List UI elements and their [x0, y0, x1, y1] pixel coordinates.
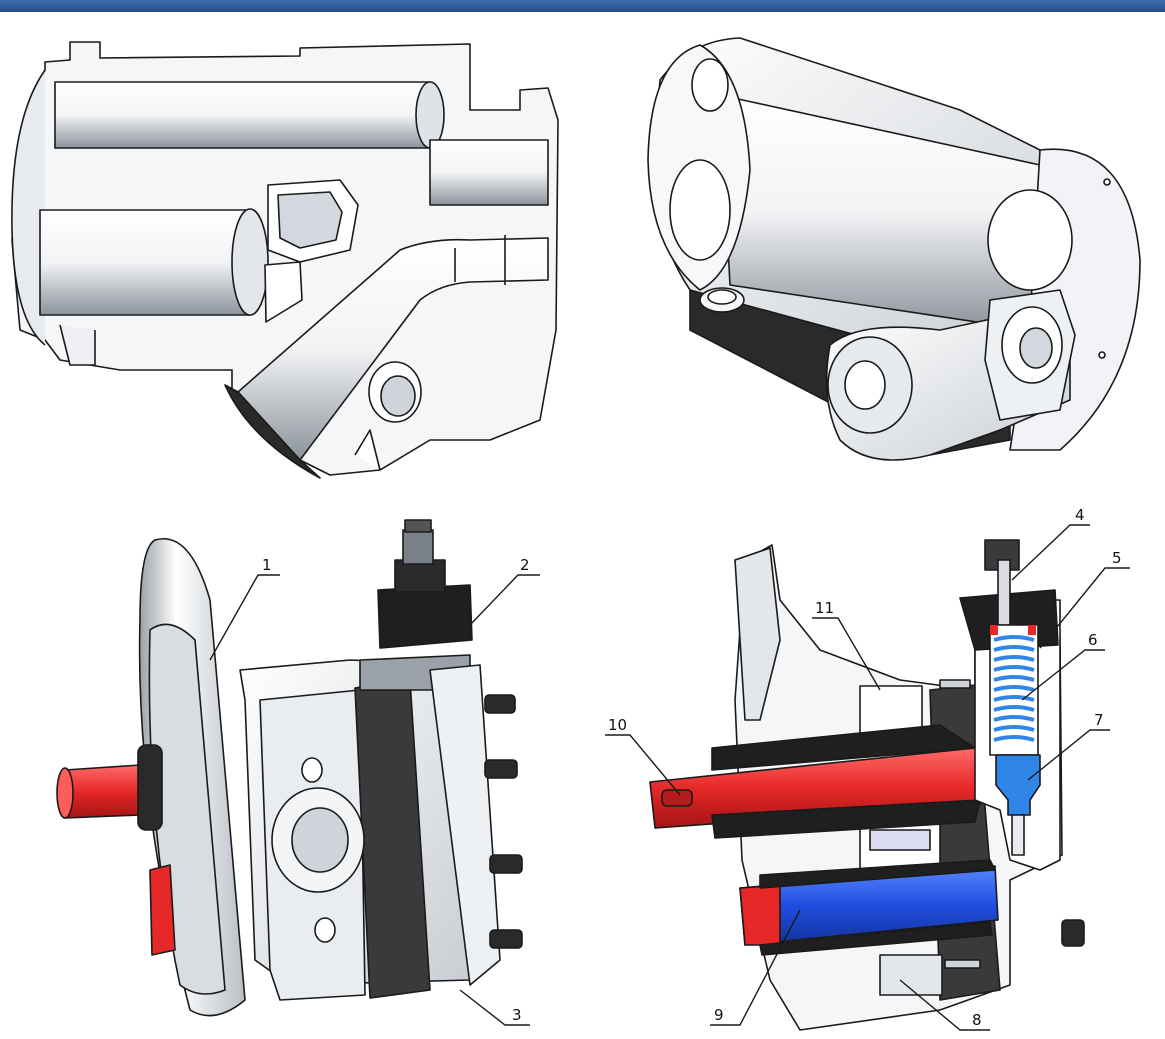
callout-labels: 1 2 3 4 5 6 7 8 9 10 11 [262, 506, 1122, 1029]
housing-exterior-view [647, 37, 1141, 461]
spring-coil [993, 715, 1035, 722]
callout-9: 9 [714, 1006, 724, 1024]
spring-coil [993, 705, 1035, 712]
callout-2: 2 [520, 556, 530, 574]
spring-coil [993, 645, 1035, 652]
callout-3: 3 [512, 1006, 522, 1024]
callout-5: 5 [1112, 549, 1122, 567]
pump-assembly-view [56, 519, 523, 1017]
header-bar [0, 0, 1165, 12]
pump-section-view [649, 539, 1085, 1031]
spring-coil [993, 665, 1035, 672]
spring-coil [993, 635, 1035, 642]
callout-6: 6 [1088, 631, 1098, 649]
callout-7: 7 [1094, 711, 1104, 729]
callout-4: 4 [1075, 506, 1085, 524]
housing-section-view [11, 41, 559, 479]
callout-11: 11 [815, 599, 834, 617]
spring-coil [993, 685, 1035, 692]
callout-leaders [209, 524, 1130, 1031]
callout-10: 10 [608, 716, 627, 734]
spring-coil [993, 675, 1035, 682]
spring-coil [993, 655, 1035, 662]
spring-coil [993, 735, 1035, 742]
spring-coil [993, 695, 1035, 702]
callout-1: 1 [262, 556, 272, 574]
spring-coil [993, 725, 1035, 732]
callout-8: 8 [972, 1011, 982, 1029]
